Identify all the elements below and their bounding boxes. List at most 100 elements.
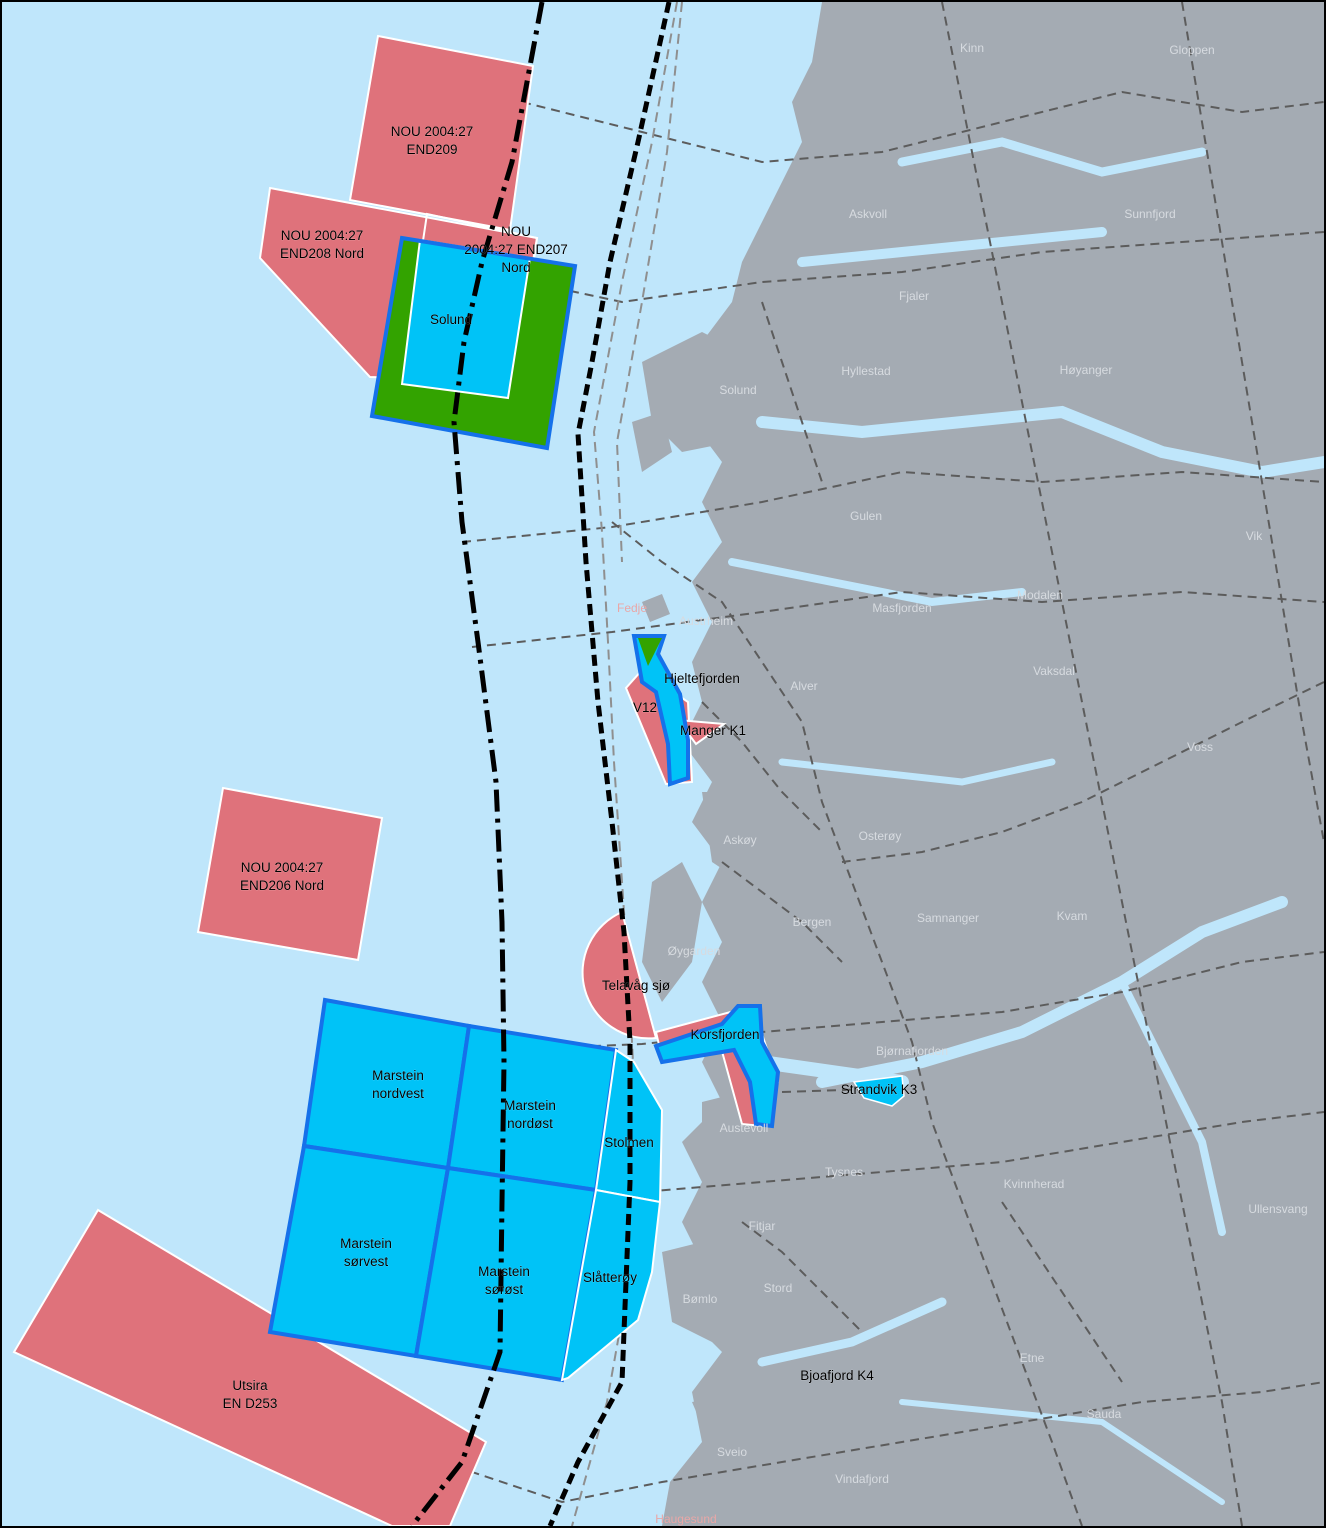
boundary-line	[471, 590, 1324, 648]
label-fedje: Fedje	[617, 601, 647, 615]
fjord-bjoafjorden	[757, 1297, 947, 1367]
boundary-line	[841, 681, 1324, 863]
boundary-line	[611, 521, 1083, 1526]
municipal-boundaries	[441, 2, 1324, 1526]
island-solund	[642, 332, 762, 452]
boundary-line	[511, 1111, 1324, 1194]
zone-slatteroy[interactable]	[560, 1188, 662, 1382]
label-austrheim: Austrheim	[679, 614, 733, 628]
label-stord: Stord	[764, 1281, 793, 1295]
label-modalen: Modalen	[1017, 588, 1063, 602]
label-bomlo: Bømlo	[683, 1292, 718, 1306]
label-slatteroy: Slåtterøy	[583, 1270, 637, 1285]
boundary-line	[741, 1221, 863, 1333]
label-masfjorden: Masfjorden	[872, 601, 931, 615]
label-samnanger: Samnanger	[917, 911, 979, 925]
island-tysnes	[802, 1132, 882, 1202]
island-fedje	[642, 594, 670, 622]
island-askoy	[702, 792, 762, 882]
zone-hjeltefjorden-green	[638, 638, 662, 666]
fjord-forde	[897, 137, 1207, 177]
boundary-line	[781, 1087, 903, 1093]
label-vindafjord: Vindafjord	[835, 1472, 889, 1486]
label-manger: Manger K1	[680, 723, 746, 738]
label-bergen: Bergen	[793, 915, 832, 929]
label-kinn: Kinn	[960, 41, 984, 55]
label-oygarden: Øygarden	[668, 944, 721, 958]
boundary-line	[441, 1381, 1324, 1504]
label-strandvik: Strandvik K3	[841, 1082, 918, 1097]
label-kvam: Kvam	[1057, 909, 1088, 923]
boundary-line	[1181, 2, 1324, 843]
fjord-akrafjorden	[899, 1399, 1105, 1425]
label-bjornafjorden: Bjørnafjorden	[876, 1044, 948, 1058]
fjord-osterfjorden	[778, 758, 1056, 786]
boundary-line	[761, 301, 823, 483]
label-askoy: Askøy	[723, 833, 756, 847]
label-osteroy: Osterøy	[859, 829, 902, 843]
label-vaksdal: Vaksdal	[1033, 664, 1075, 678]
boundary-line	[501, 951, 1324, 1051]
fjords	[728, 137, 1324, 1505]
coastal-zones	[631, 634, 781, 1129]
label-bjoafjord: Bjoafjord K4	[800, 1368, 874, 1383]
label-korsfjorden: Korsfjorden	[690, 1027, 759, 1042]
island-bomlo	[662, 1242, 732, 1342]
islands	[632, 332, 882, 1472]
label-telavag: Telavåg sjø	[602, 978, 670, 993]
zone-utsira[interactable]	[12, 1208, 488, 1526]
zone-end209[interactable]	[348, 34, 535, 232]
label-solund-muni: Solund	[719, 383, 756, 397]
label-haugesund: Haugesund	[655, 1512, 716, 1526]
fjord-sognefjorden	[756, 405, 1324, 479]
label-alver: Alver	[790, 679, 817, 693]
label-sveio: Sveio	[717, 1445, 747, 1459]
baselines	[410, 2, 672, 1526]
baseline-dashdot	[410, 2, 545, 1526]
zone-marstein-nv[interactable]	[301, 997, 472, 1171]
boundary-line	[721, 861, 843, 963]
label-v12: V12	[633, 700, 657, 715]
zone-stolmen[interactable]	[594, 1048, 664, 1204]
label-sunnfjord: Sunnfjord	[1124, 207, 1175, 221]
label-kvinnherad: Kvinnherad	[1004, 1177, 1065, 1191]
zone-end206[interactable]	[196, 786, 384, 962]
fjord-hardangerfjorden	[816, 896, 1288, 1088]
island-solund-west	[632, 412, 672, 472]
fjord-dalsfjorden	[797, 227, 1107, 267]
label-solund: Solund	[430, 312, 472, 327]
zone-solund-outline	[369, 235, 578, 451]
fjord-saudafjorden	[1099, 1419, 1225, 1505]
boundary-line	[461, 470, 1324, 543]
label-etne: Etne	[1020, 1351, 1045, 1365]
zone-telavag[interactable]	[581, 910, 658, 1040]
label-sauda: Sauda	[1087, 1407, 1122, 1421]
label-ullensvang: Ullensvang	[1248, 1202, 1307, 1216]
label-askvoll: Askvoll	[849, 207, 887, 221]
label-gloppen: Gloppen	[1169, 43, 1214, 57]
label-fjaler: Fjaler	[899, 289, 929, 303]
island-oygarden	[642, 862, 702, 1002]
zone-hjeltefjorden[interactable]	[631, 634, 690, 787]
label-tysnes: Tysnes	[825, 1165, 863, 1179]
zone-strandvik[interactable]	[852, 1075, 905, 1107]
boundary-line	[1001, 1201, 1123, 1383]
municipality-labels: Kinn Gloppen Askvoll Sunnfjord Fjaler Hy…	[617, 41, 1308, 1526]
label-hoyanger: Høyanger	[1060, 363, 1113, 377]
label-hjeltefjorden: Hjeltefjorden	[664, 671, 740, 686]
label-vik: Vik	[1246, 529, 1263, 543]
label-fitjar: Fitjar	[749, 1219, 776, 1233]
territorial-inner	[615, 2, 683, 563]
zone-korsfjorden[interactable]	[653, 1004, 781, 1129]
